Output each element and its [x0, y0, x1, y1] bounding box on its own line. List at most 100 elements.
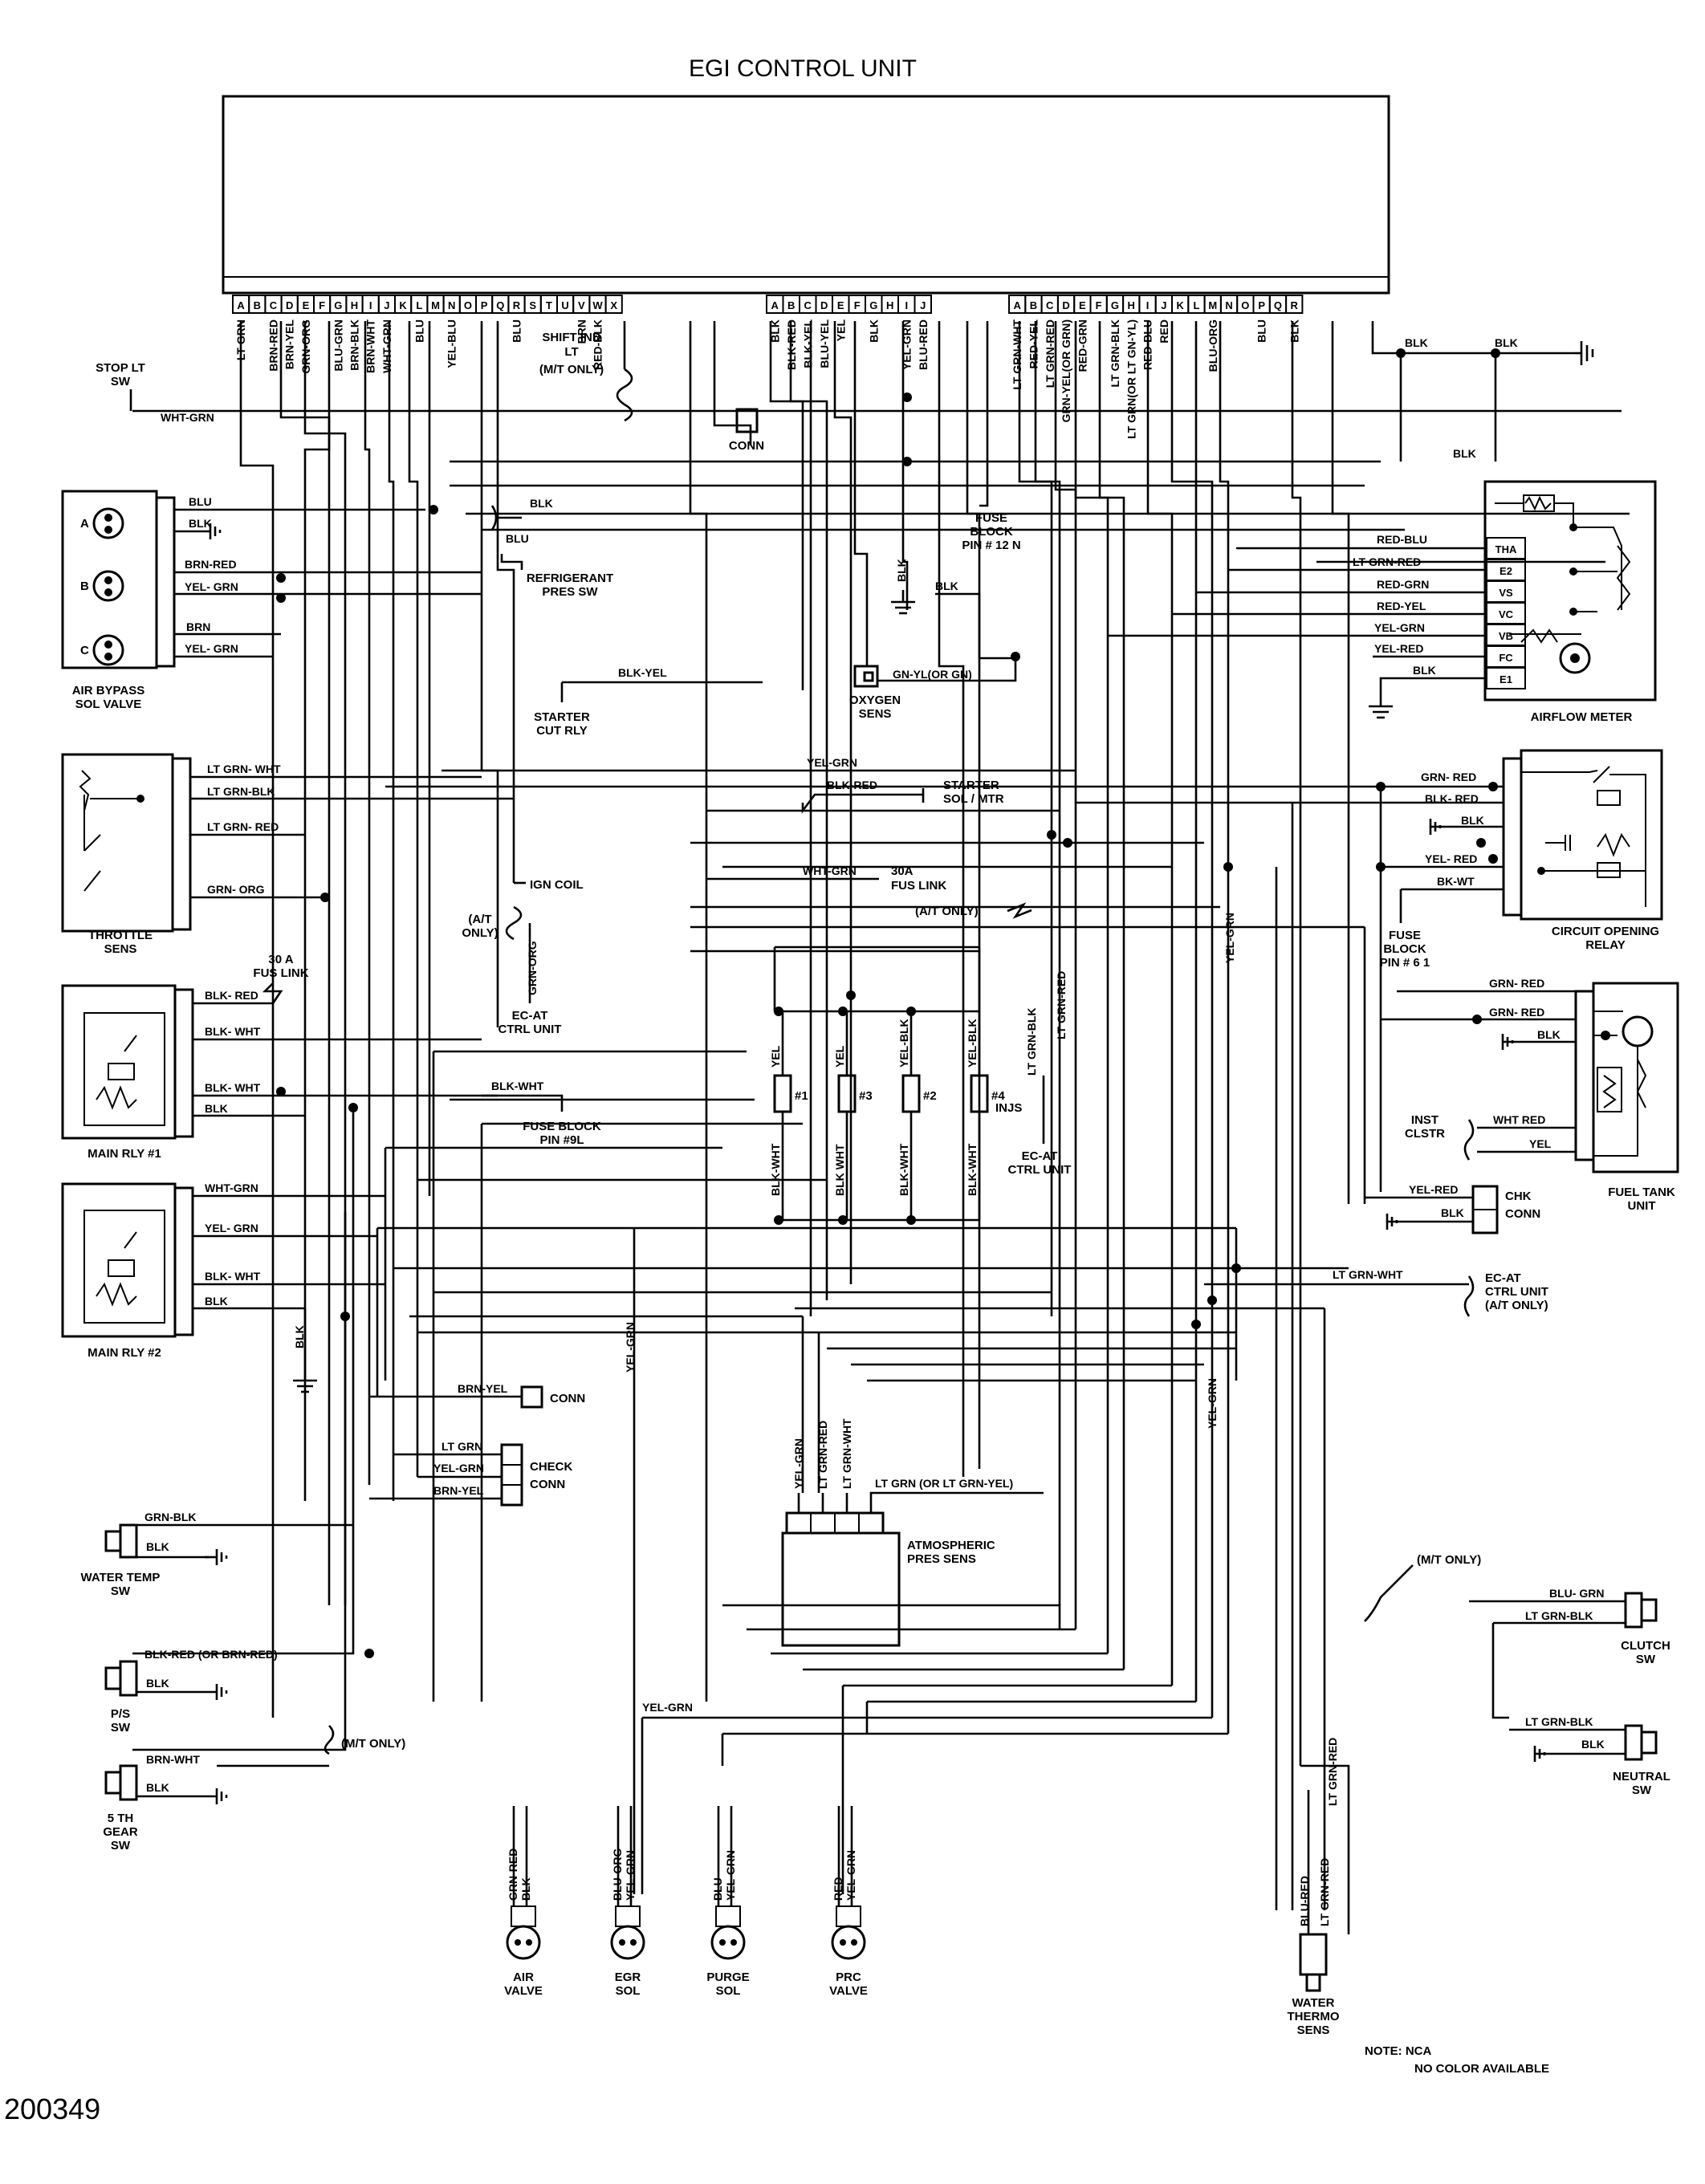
pin-mid-b: B — [787, 299, 795, 311]
injector-bottom-wire-3: BLK-WHT — [897, 1143, 910, 1196]
bk-wt-cor-label: BK-WT — [1437, 875, 1475, 888]
yel-grn-vert-label: YEL-GRN — [1223, 913, 1236, 963]
shift-ind-lamp — [616, 368, 633, 422]
atm-pin-wire-3: LT GRN-WHT — [840, 1418, 853, 1489]
figure-number: 200349 — [4, 2092, 100, 2125]
pin-left-s: S — [529, 299, 536, 311]
ground-icon — [1429, 819, 1445, 835]
pin-left-h: H — [351, 299, 358, 311]
injector-label-4: #4 — [991, 1089, 1005, 1103]
gn-yl-oxy-label: GN-YL(OR GN) — [893, 668, 972, 681]
blk-n-label: BLK — [1581, 1738, 1605, 1751]
yel-red-cor-label: YEL- RED — [1425, 852, 1477, 865]
injector-top-wire-4: YEL-BLK — [966, 1019, 979, 1068]
blk-right1-label: BLK — [1405, 336, 1428, 349]
pin-mid-h: H — [886, 299, 893, 311]
ground-icon — [891, 590, 915, 615]
pin-left-r: R — [513, 299, 521, 311]
pin-right-j: J — [1161, 299, 1166, 311]
pin-right-r: R — [1291, 299, 1299, 311]
wht-grn-stop-label: WHT-GRN — [161, 411, 214, 424]
pin-right-k: K — [1176, 299, 1184, 311]
ground-icon — [205, 1549, 228, 1565]
ign-coil-label: IGN COIL — [530, 878, 584, 892]
lt-grn-red-vert-label: LT GRN-RED — [1055, 971, 1068, 1039]
pin-wire-right-d: GRN-YEL(OR GRN) — [1060, 319, 1072, 422]
pin-right-h: H — [1128, 299, 1135, 311]
pin-left-g: G — [334, 299, 342, 311]
lt-grn-blk-n-label: LT GRN-BLK — [1525, 1715, 1593, 1728]
yel-grn-chk-label: YEL-GRN — [433, 1462, 484, 1474]
blk-e1-label: BLK — [1413, 664, 1436, 677]
airflow-label: AIRFLOW METER — [1531, 710, 1633, 724]
blu-a-label: BLU — [189, 495, 212, 508]
grn-red-ft-label: GRN- RED — [1489, 977, 1544, 990]
blk-5-label: BLK — [146, 1781, 169, 1794]
pin-left-p: P — [481, 299, 488, 311]
air-bypass-valve-c — [92, 634, 124, 666]
pin-right-q: Q — [1274, 299, 1282, 311]
mt-only-label: (M/T ONLY) — [1417, 1553, 1481, 1567]
pin-right-c: C — [1046, 299, 1054, 311]
pin-wire-left-v: BRN — [575, 319, 588, 344]
pin-right-i: I — [1146, 299, 1150, 311]
thermo-wire-1-label: BLU-RED — [1298, 1876, 1311, 1926]
ground-icon — [1369, 705, 1393, 719]
air-bypass-valve-a — [92, 507, 124, 539]
lt-grn-blk-th-label: LT GRN-BLK — [207, 785, 275, 798]
pin-right-m: M — [1208, 299, 1217, 311]
atm-pin-wire-1: YEL-GRN — [792, 1438, 805, 1489]
pin-mid-j: J — [920, 299, 926, 311]
blk-red-rly1-label: BLK- RED — [205, 989, 258, 1002]
pin-right-p: P — [1258, 299, 1265, 311]
injector-bottom-wire-4: BLK-WHT — [966, 1143, 979, 1196]
grn-red-ft2-label: GRN- RED — [1489, 1006, 1544, 1019]
ground-icon — [1533, 1746, 1549, 1762]
blk-right3-label: BLK — [1453, 447, 1476, 460]
neutral-switch — [1624, 1724, 1658, 1761]
at-only-label: (A/T ONLY) — [915, 905, 979, 918]
injector-2 — [837, 1074, 857, 1113]
pin-mid-i: I — [905, 299, 908, 311]
pin-right-g: G — [1111, 299, 1119, 311]
pin-wire-right-b: RED-YEL — [1027, 319, 1040, 369]
injector-bottom-wire-1: BLK-WHT — [769, 1143, 782, 1196]
fifth-gear-switch — [104, 1764, 138, 1801]
pin-left-x: X — [610, 299, 617, 311]
lt-grn-blk-cl-label: LT GRN-BLK — [1525, 1609, 1593, 1622]
wht-grn-30a-label: WHT-GRN — [803, 864, 857, 877]
main-rly-1 — [61, 984, 177, 1140]
lt-grn-chk-label: LT GRN — [442, 1440, 482, 1453]
blk-wht-rly1b-label: BLK- WHT — [205, 1081, 261, 1094]
yel-red-chk-label: YEL-RED — [1409, 1183, 1458, 1196]
pin-left-o: O — [464, 299, 472, 311]
pin-mid-a: A — [771, 299, 779, 311]
pin-wire-left-j: WHT-GRN — [380, 319, 393, 373]
clutch-switch — [1624, 1592, 1658, 1629]
blk-gnd-label: BLK — [293, 1325, 306, 1348]
injector-top-wire-1: YEL — [769, 1045, 782, 1068]
airflow-term-e2: E2 — [1500, 565, 1512, 577]
lt-grn-red-bot-label: LT GRN-RED — [1326, 1738, 1339, 1806]
pin-left-v: V — [578, 299, 585, 311]
red-grn-vs-label: RED-GRN — [1377, 578, 1429, 591]
lt-grn-red-e2-label: LT GRN-RED — [1353, 555, 1421, 568]
pin-box-mid-j — [914, 295, 932, 314]
pin-wire-mid-e: YEL — [834, 319, 847, 342]
